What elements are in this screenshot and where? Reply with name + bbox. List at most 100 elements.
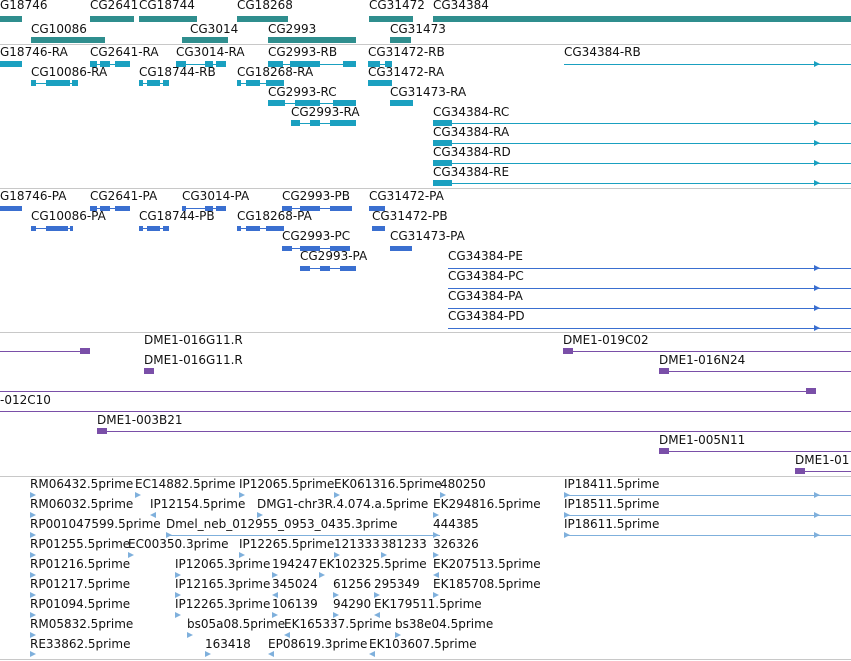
est-label[interactable]: RM06032.5prime xyxy=(30,497,134,511)
est-label[interactable]: EK102325.5prime xyxy=(319,557,427,571)
protein-label[interactable]: CG2641-PA xyxy=(90,189,158,203)
est-label[interactable]: 295349 xyxy=(374,577,420,591)
mrna-label[interactable]: CG2993-RB xyxy=(268,45,338,59)
est-label[interactable]: EK294816.5prime xyxy=(433,497,541,511)
protein-label[interactable]: CG2993-PA xyxy=(300,249,368,263)
gene-label[interactable]: CG18744 xyxy=(139,0,195,12)
est-label[interactable]: EK103607.5prime xyxy=(369,637,477,651)
protein-label[interactable]: CG2993-PB xyxy=(282,189,351,203)
est-label[interactable]: IP12065.5prime xyxy=(239,477,335,491)
est-label[interactable]: IP12154.5prime xyxy=(150,497,246,511)
bac-label[interactable]: DME1-016G11.R xyxy=(144,333,243,347)
est-label[interactable]: 61256 xyxy=(333,577,372,591)
mrna-label[interactable]: CG31472-RA xyxy=(368,65,445,79)
est-label[interactable]: EC14882.5prime xyxy=(135,477,236,491)
est-label[interactable]: EK207513.5prime xyxy=(433,557,541,571)
protein-label[interactable]: CG34384-PA xyxy=(448,289,523,303)
gene-bar[interactable] xyxy=(390,37,411,43)
protein-label[interactable]: CG10086-PA xyxy=(31,209,106,223)
est-label[interactable]: IP12265.5prime xyxy=(239,537,335,551)
bac-label[interactable]: DME1-016G11.R xyxy=(144,353,243,367)
protein-label[interactable]: CG18268-PA xyxy=(237,209,312,223)
protein-label[interactable]: CG31472-PB xyxy=(372,209,448,223)
est-label[interactable]: RP01094.5prime xyxy=(30,597,131,611)
est-label[interactable]: IP12065.3prime xyxy=(175,557,271,571)
est-label[interactable]: EP08619.3prime xyxy=(268,637,368,651)
protein-label[interactable]: CG31473-PA xyxy=(390,229,465,243)
est-label[interactable]: EK179511.5prime xyxy=(374,597,482,611)
gene-bar[interactable] xyxy=(182,37,228,43)
est-label[interactable]: 163418 xyxy=(205,637,251,651)
est-label[interactable]: IP12165.3prime xyxy=(175,577,271,591)
gene-label[interactable]: CG2993 xyxy=(268,22,317,36)
est-label[interactable]: IP18411.5prime xyxy=(564,477,660,491)
gene-bar[interactable] xyxy=(237,16,288,22)
est-label[interactable]: EK185708.5prime xyxy=(433,577,541,591)
est-label[interactable]: 345024 xyxy=(272,577,318,591)
gene-bar[interactable] xyxy=(139,16,197,22)
est-label[interactable]: RE33862.5prime xyxy=(30,637,131,651)
gene-label[interactable]: CG3014 xyxy=(190,22,239,36)
est-label[interactable]: 480250 xyxy=(440,477,486,491)
est-label[interactable]: 444385 xyxy=(433,517,479,531)
mrna-label[interactable]: CG31473-RA xyxy=(390,85,467,99)
gene-label[interactable]: CG31472 xyxy=(369,0,425,12)
est-label[interactable]: EK061316.5prime xyxy=(334,477,442,491)
bac-label[interactable]: DME1-01 xyxy=(795,453,850,467)
est-label[interactable]: RM05832.5prime xyxy=(30,617,134,631)
gene-bar[interactable] xyxy=(0,16,22,22)
protein-label[interactable]: CG34384-PC xyxy=(448,269,524,283)
protein-label[interactable]: CG34384-PE xyxy=(448,249,523,263)
mrna-label[interactable]: CG2641-RA xyxy=(90,45,159,59)
bac-label[interactable]: DME1-005N11 xyxy=(659,433,746,447)
est-label[interactable]: RP001047599.5prime xyxy=(30,517,161,531)
protein-label[interactable]: CG3014-PA xyxy=(182,189,250,203)
gene-label[interactable]: CG18268 xyxy=(237,0,293,12)
est-label[interactable]: 121333 xyxy=(334,537,380,551)
mrna-label[interactable]: CG34384-RB xyxy=(564,45,641,59)
gene-bar[interactable] xyxy=(268,37,356,43)
est-label[interactable]: EC00350.3prime xyxy=(128,537,229,551)
mrna-label[interactable]: CG34384-RA xyxy=(433,125,510,139)
est-label[interactable]: bs05a08.5prime xyxy=(187,617,286,631)
gene-bar[interactable] xyxy=(433,16,851,22)
est-label[interactable]: IP18611.5prime xyxy=(564,517,660,531)
est-label[interactable]: RP01216.5prime xyxy=(30,557,131,571)
est-label[interactable]: RP01217.5prime xyxy=(30,577,131,591)
bac-label[interactable]: -012C10 xyxy=(0,393,51,407)
mrna-label[interactable]: CG2993-RC xyxy=(268,85,337,99)
mrna-label[interactable]: CG31472-RB xyxy=(368,45,445,59)
est-label[interactable]: 194247 xyxy=(272,557,318,571)
mrna-label[interactable]: CG34384-RD xyxy=(433,145,511,159)
mrna-label[interactable]: G18746-RA xyxy=(0,45,68,59)
est-label[interactable]: RP01255.5prime xyxy=(30,537,131,551)
protein-label[interactable]: CG31472-PA xyxy=(369,189,444,203)
gene-label[interactable]: CG2641 xyxy=(90,0,139,12)
bac-label[interactable]: DME1-003B21 xyxy=(97,413,183,427)
est-label[interactable]: bs38e04.5prime xyxy=(395,617,494,631)
mrna-label[interactable]: CG34384-RC xyxy=(433,105,510,119)
est-label[interactable]: IP12265.3prime xyxy=(175,597,271,611)
mrna-label[interactable]: CG34384-RE xyxy=(433,165,510,179)
gene-bar[interactable] xyxy=(369,16,413,22)
est-label[interactable]: IP18511.5prime xyxy=(564,497,660,511)
est-label[interactable]: EK165337.5prime xyxy=(284,617,392,631)
bac-label[interactable]: DME1-016N24 xyxy=(659,353,746,367)
mrna-label[interactable]: CG3014-RA xyxy=(176,45,245,59)
mrna-label[interactable]: CG2993-RA xyxy=(291,105,360,119)
gene-label[interactable]: CG34384 xyxy=(433,0,489,12)
gene-label[interactable]: CG31473 xyxy=(390,22,446,36)
gene-bar[interactable] xyxy=(31,37,105,43)
protein-label[interactable]: CG18744-PB xyxy=(139,209,215,223)
est-label[interactable]: 326326 xyxy=(433,537,479,551)
est-label[interactable]: 381233 xyxy=(381,537,427,551)
est-label[interactable]: RM06432.5prime xyxy=(30,477,134,491)
mrna-label[interactable]: CG10086-RA xyxy=(31,65,108,79)
mrna-label[interactable]: CG18744-RB xyxy=(139,65,216,79)
gene-label[interactable]: CG10086 xyxy=(31,22,87,36)
protein-label[interactable]: G18746-PA xyxy=(0,189,67,203)
est-label[interactable]: DMG1-chr3R.4.074.a.5prime xyxy=(257,497,429,511)
protein-label[interactable]: CG2993-PC xyxy=(282,229,351,243)
gene-label[interactable]: G18746 xyxy=(0,0,48,12)
protein-label[interactable]: CG34384-PD xyxy=(448,309,525,323)
